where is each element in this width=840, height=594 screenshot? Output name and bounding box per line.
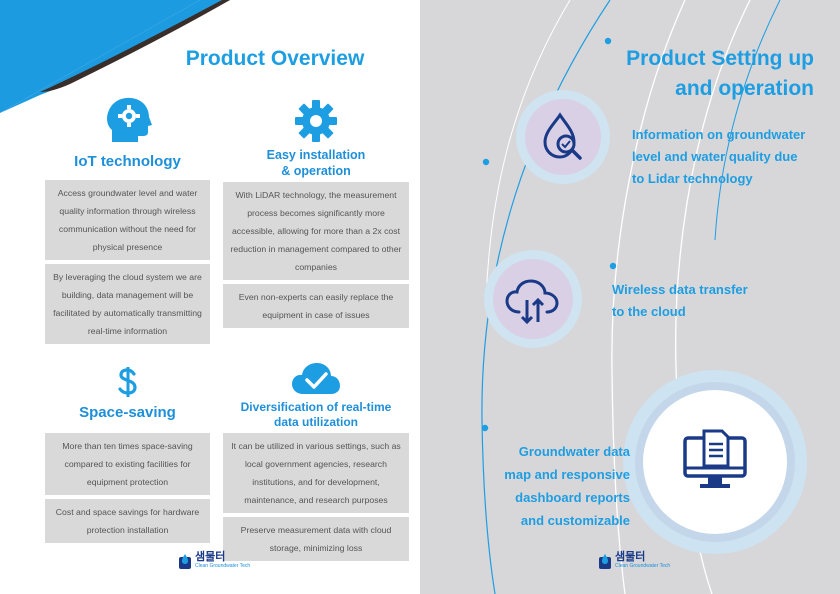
feature-title-iot: IoT technology [74, 153, 181, 170]
feature-iot-box-2: By leveraging the cloud system we are bu… [45, 264, 210, 344]
logo-name: 샘물터 [615, 551, 646, 563]
feature-title-space: Space-saving [79, 404, 176, 421]
cloud-transfer-icon [505, 279, 559, 325]
feature-easy-installation: Easy installation & operation With LiDAR… [223, 99, 409, 332]
feature-space-box-1: More than ten times space-saving compare… [45, 433, 210, 495]
logo-name: 샘물터 [195, 551, 226, 563]
left-page: Product Overview IoT technology Access g… [0, 0, 409, 569]
feature-title-easy: Easy installation & operation [266, 148, 366, 178]
cloud-check-icon [292, 363, 340, 394]
feature-realtime-data: Diversification of real-time data utiliz… [223, 362, 409, 565]
right-page: Product Setting up and operation Informa… [420, 0, 840, 594]
dollar-icon [117, 367, 137, 397]
feature-space-saving: Space-saving More than ten times space-s… [45, 366, 210, 547]
monitor-document-icon [683, 429, 747, 488]
feature-easy-box-1: With LiDAR technology, the measurement p… [223, 182, 409, 280]
company-logo: 샘물터 Clean Groundwater Tech [178, 552, 250, 569]
corner-decoration [0, 0, 230, 113]
feature-title-realtime: Diversification of real-time data utiliz… [240, 400, 392, 429]
logo-subtitle: Clean Groundwater Tech [615, 563, 671, 569]
gear-icon [295, 100, 337, 142]
feature-easy-box-2: Even non-experts can easily replace the … [223, 284, 409, 328]
company-logo-right: 샘물터 Clean Groundwater Tech [598, 552, 670, 569]
feature-iot-box-1: Access groundwater level and water quali… [45, 180, 210, 260]
section-title: Product Setting up and operation [626, 47, 814, 100]
logo-mark-icon [599, 553, 611, 569]
feature-space-box-2: Cost and space savings for hardware prot… [45, 499, 210, 543]
feature-realtime-box-2: Preserve measurement data with cloud sto… [223, 517, 409, 561]
feature-dashboard: Groundwater data map and responsive dash… [504, 444, 630, 528]
logo-subtitle: Clean Groundwater Tech [195, 563, 251, 569]
feature-cloud-transfer: Wireless data transfer to the cloud [612, 282, 748, 319]
logo-mark-icon [179, 553, 191, 569]
feature-water-quality: Information on groundwater level and wat… [632, 127, 806, 186]
feature-iot: IoT technology Access groundwater level … [45, 96, 210, 348]
brain-gear-icon [106, 97, 152, 142]
water-drop-search-icon [543, 112, 582, 160]
feature-realtime-box-1: It can be utilized in various settings, … [223, 433, 409, 513]
page-title: Product Overview [185, 47, 365, 70]
